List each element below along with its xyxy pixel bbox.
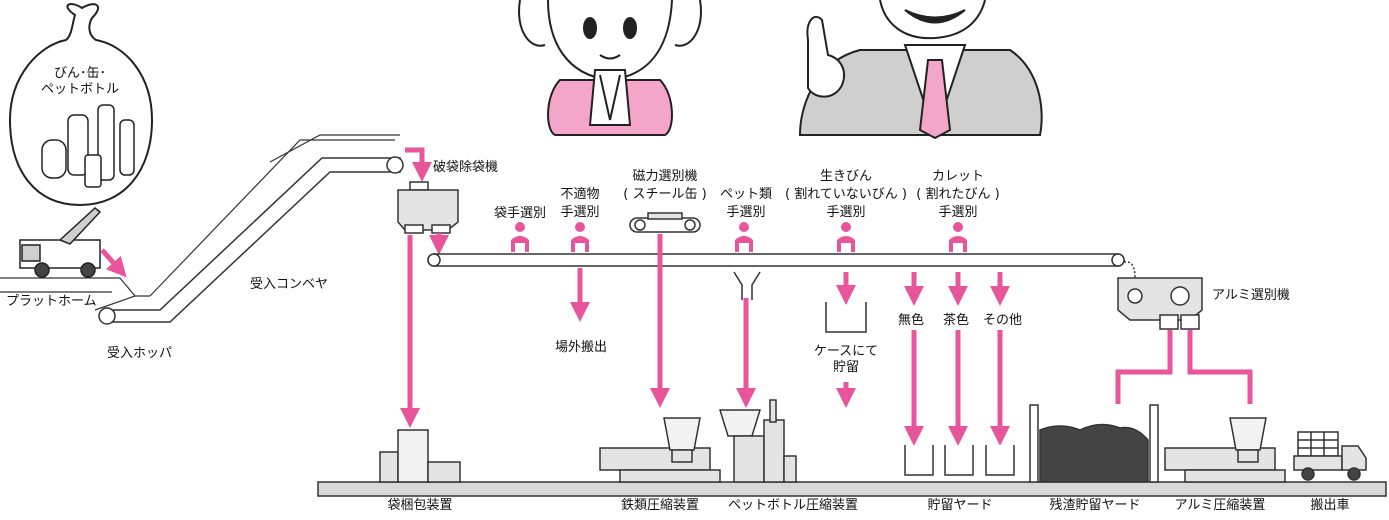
magnetic-label-line2: ( スチール缶 ) (623, 187, 707, 202)
case-container (825, 302, 867, 333)
bag-label-line2: ペットボトル (40, 82, 119, 97)
drop-arrows (570, 234, 1253, 446)
magnetic-label-line1: 磁力選別機 (632, 169, 698, 184)
worker-icon-cullet (949, 222, 967, 252)
live-bottle-label-line1: 生きびん (819, 169, 872, 184)
aluminum-press-machine (1164, 417, 1286, 483)
bottom-label-delivery-truck: 搬出車 (1310, 498, 1350, 513)
bottom-label-iron-press: 鉄類圧縮装置 (620, 498, 699, 513)
bottom-label-residue-yard: 残渣貯留ヤード (1049, 498, 1141, 513)
cullet-label-line1: カレット (931, 169, 984, 184)
brown-label: 茶色 (943, 313, 970, 328)
worker-icon-bag (511, 222, 529, 252)
offsite-label: 場外搬出 (555, 340, 608, 355)
platform-structure (0, 134, 400, 311)
bag-breaker-label: 破袋除袋機 (433, 160, 499, 175)
delivery-truck-illustration (1293, 431, 1367, 481)
girl-character-illustration (518, 0, 702, 136)
live-bottle-label-line2: ( 割れていないびん ) (784, 187, 908, 202)
bottom-label-storage-yard: 貯留ヤード (927, 498, 993, 513)
magnetic-separator (629, 212, 701, 233)
live-bottle-label-line3: 手選別 (826, 205, 866, 220)
other-label: その他 (983, 313, 1023, 328)
bag-label-line1: びん･缶･ (53, 66, 106, 81)
cullet-label-line3: 手選別 (938, 205, 978, 220)
bag-sort-label: 袋手選別 (493, 206, 546, 221)
platform-label: プラットホーム (6, 294, 97, 309)
bag-baler-machine (379, 429, 461, 483)
dump-arrow (100, 248, 127, 278)
aluminum-separator (1117, 261, 1203, 330)
residue-yard (1029, 404, 1159, 483)
storage-bins (904, 445, 1015, 476)
dump-truck-illustration (19, 207, 102, 278)
iron-press-machine (599, 417, 721, 483)
aluminum-sorter-label: アルミ選別機 (1212, 288, 1290, 303)
case-label-line1: ケースにて (813, 344, 879, 359)
worker-icons (511, 222, 967, 252)
worker-icon-pet (735, 222, 753, 252)
pet-funnel (733, 271, 761, 300)
sorting-conveyor-belt (427, 253, 1125, 267)
pet-label-line1: ペット類 (719, 187, 772, 202)
bottom-label-bag-baler: 袋梱包装置 (387, 498, 453, 513)
feed-arrow (405, 147, 432, 182)
conveyor-label: 受入コンベヤ (250, 277, 329, 292)
pet-label-line2: 手選別 (726, 205, 766, 220)
bottom-label-pet-press: ペットボトル圧縮装置 (727, 498, 858, 513)
colorless-label: 無色 (898, 313, 925, 328)
floor-slab (317, 481, 1387, 497)
unsuitable-label-line1: 不適物 (560, 187, 600, 202)
bottom-label-aluminum-press: アルミ圧縮装置 (1174, 498, 1266, 513)
bag-breaker-machine (397, 181, 459, 234)
garbage-bag-illustration (8, 3, 154, 207)
case-label-line2: 貯留 (832, 360, 859, 375)
hopper-label: 受入ホッパ (107, 346, 173, 361)
cullet-label-line2: ( 割れたびん ) (916, 187, 1000, 202)
unsuitable-label-line2: 手選別 (560, 205, 600, 220)
pet-press-machine (718, 399, 797, 483)
worker-icon-live-bottle (837, 222, 855, 252)
worker-icon-unsuitable (571, 222, 589, 252)
man-character-illustration (798, 0, 1043, 140)
receiving-conveyor (98, 156, 404, 325)
